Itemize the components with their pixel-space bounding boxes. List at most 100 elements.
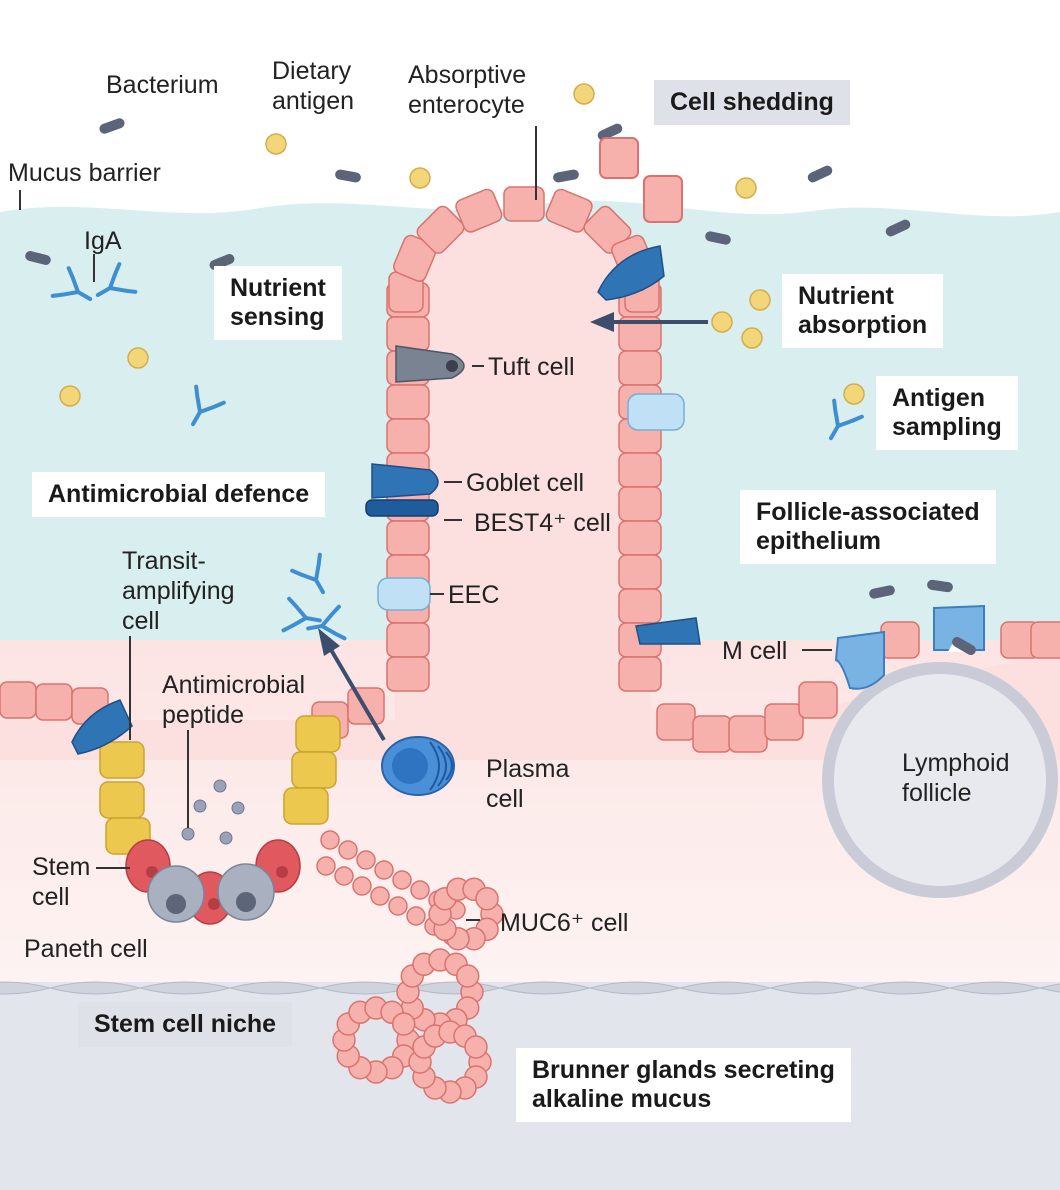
bacterium-icon <box>25 251 51 265</box>
antimicrobial-peptide-icon <box>231 801 245 815</box>
eec-cell <box>627 393 685 431</box>
goblet-cell <box>597 245 665 301</box>
enterocyte <box>618 520 662 556</box>
label-paneth-cell: Paneth cell <box>24 935 148 963</box>
bacterium-icon <box>885 219 911 237</box>
muscle-fibre <box>1038 983 1060 993</box>
antimicrobial-peptide-icon <box>219 831 233 845</box>
enterocyte <box>455 188 503 233</box>
gland-duct-cell <box>356 850 376 870</box>
bacterium-icon <box>807 165 833 183</box>
bacterium-icon <box>927 579 953 593</box>
enterocyte <box>386 384 430 420</box>
goblet-cell <box>635 617 701 645</box>
gland-duct-cell <box>410 880 430 900</box>
antimicrobial-peptide-icon <box>213 779 227 793</box>
transit-amplifying-cell <box>283 787 329 825</box>
box-stem-cell-niche: Stem cell niche <box>78 1002 293 1047</box>
enterocyte <box>880 621 920 659</box>
enterocyte <box>618 350 662 386</box>
iga-antibody-icon <box>191 384 226 427</box>
dietary-antigen-icon <box>409 167 431 189</box>
dietary-antigen-icon <box>573 83 595 105</box>
brunner-glands <box>316 830 504 1104</box>
enterocyte <box>386 656 430 692</box>
enterocyte <box>656 703 696 741</box>
arrow-icon <box>318 628 386 742</box>
iga-antibody-icon <box>50 262 864 641</box>
transit-amplifying-cell <box>291 751 337 789</box>
shedding-cells <box>599 137 683 223</box>
transit-amplifying-cell <box>99 781 145 819</box>
bacterium-icon <box>335 169 361 183</box>
eec-cell <box>377 577 431 611</box>
dietary-antigen-icon <box>127 347 149 369</box>
goblet-cell <box>371 463 439 499</box>
enterocyte <box>545 188 593 233</box>
iga-antibody-icon <box>50 266 93 301</box>
enterocyte <box>618 656 662 692</box>
gland-duct-cell <box>392 870 412 890</box>
dietary-antigen-icon <box>735 177 757 199</box>
enterocyte <box>618 452 662 488</box>
brunner-gland-acinus <box>408 1020 492 1104</box>
dietary-antigen-icon <box>843 383 865 405</box>
iga-antibody-icon <box>290 552 325 595</box>
enterocyte <box>386 316 430 352</box>
enterocyte <box>386 622 430 658</box>
enterocyte <box>35 683 73 721</box>
label-m-cell: M cell <box>722 637 788 665</box>
leader-lines <box>19 126 832 921</box>
label-best4-cell: BEST4⁺ cell <box>474 509 611 537</box>
plasma-cell <box>381 736 455 796</box>
enterocyte <box>1030 621 1060 659</box>
dietary-antigen-icon <box>59 83 865 407</box>
iga-antibody-icon <box>829 398 864 441</box>
enterocyte <box>503 186 545 222</box>
gland-duct-cell <box>352 876 372 896</box>
iga-antibody-icon <box>95 262 138 297</box>
dietary-antigen-icon <box>265 133 287 155</box>
gland-duct-cell <box>316 856 336 876</box>
m-cell <box>834 604 985 690</box>
box-antimicrobial-defence: Antimicrobial defence <box>32 472 326 517</box>
dietary-antigen-icon <box>59 385 81 407</box>
box-cell-shedding: Cell shedding <box>654 80 850 125</box>
dietary-antigen-icon <box>711 311 733 333</box>
label-tuft-cell: Tuft cell <box>488 353 575 381</box>
lymphoid-follicle <box>822 662 1058 898</box>
enterocyte <box>618 554 662 590</box>
muscularis-mucosae <box>0 981 1060 995</box>
label-muc6-cell: MUC6⁺ cell <box>500 909 629 937</box>
label-eec: EEC <box>448 581 500 609</box>
brunner-gland-acinus <box>428 877 504 951</box>
gland-duct-cell <box>338 840 358 860</box>
gland-duct-cell <box>370 886 390 906</box>
enterocyte <box>0 681 37 719</box>
antimicrobial-peptide-icon <box>193 799 207 813</box>
label-iga: IgA <box>84 227 122 255</box>
gland-duct-cell <box>374 860 394 880</box>
iga-antibody-icon <box>281 596 322 633</box>
iga-antibody-icon <box>306 604 347 641</box>
antimicrobial-peptide-icon <box>181 827 195 841</box>
bacterium-icon <box>25 118 976 655</box>
dietary-antigen-icon <box>749 289 771 311</box>
bacterium-icon <box>952 637 976 655</box>
bacterium-icon <box>597 123 623 141</box>
enterocyte <box>386 520 430 556</box>
gland-duct-cell <box>334 866 354 886</box>
bacterium-icon <box>705 231 731 245</box>
bacterium-icon <box>553 169 579 183</box>
